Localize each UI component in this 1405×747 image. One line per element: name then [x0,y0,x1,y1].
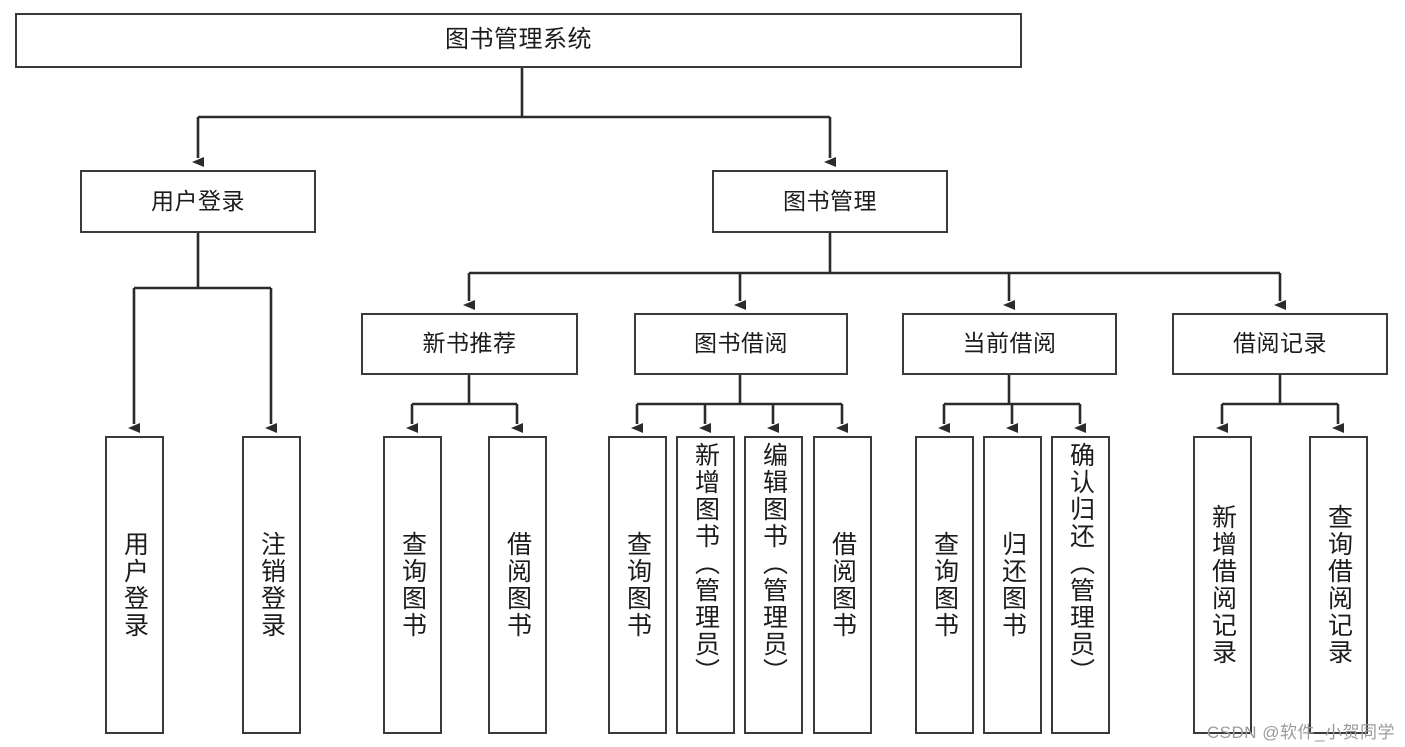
node-book-borrow-label: 图书借阅 [694,330,788,357]
leaf-query-record[interactable]: 查询借阅记录 [1309,436,1368,734]
leaf-return-book[interactable]: 归还图书 [983,436,1042,734]
leaf-confirm-return-label: 确认归还（管理员） [1066,442,1095,685]
leaf-query-record-label: 查询借阅记录 [1324,504,1353,666]
node-book-manage[interactable]: 图书管理 [712,170,948,233]
leaf-add-book-label: 新增图书（管理员） [691,442,720,685]
leaf-return-book-label: 归还图书 [998,531,1027,639]
leaf-user-login-label: 用户登录 [120,531,149,639]
leaf-query-book-2-label: 查询图书 [623,531,652,639]
node-borrow-record-label: 借阅记录 [1233,330,1327,357]
leaf-query-book-3[interactable]: 查询图书 [915,436,974,734]
leaf-logout-label: 注销登录 [257,531,286,639]
leaf-user-login[interactable]: 用户登录 [105,436,164,734]
leaf-borrow-book-2[interactable]: 借阅图书 [813,436,872,734]
node-new-book-rec[interactable]: 新书推荐 [361,313,578,375]
leaf-add-record-label: 新增借阅记录 [1208,504,1237,666]
leaf-add-book[interactable]: 新增图书（管理员） [676,436,735,734]
node-book-borrow[interactable]: 图书借阅 [634,313,848,375]
leaf-query-book-2[interactable]: 查询图书 [608,436,667,734]
node-new-book-rec-label: 新书推荐 [422,330,517,357]
node-user-login-label: 用户登录 [151,187,245,214]
leaf-query-book-1-label: 查询图书 [398,531,427,639]
leaf-borrow-book-1-label: 借阅图书 [503,531,532,639]
node-current-borrow[interactable]: 当前借阅 [902,313,1117,375]
leaf-edit-book-label: 编辑图书（管理员） [759,442,788,685]
leaf-borrow-book-2-label: 借阅图书 [828,531,857,639]
watermark-text: CSDN @软件_小贺同学 [1206,723,1395,742]
leaf-query-book-3-label: 查询图书 [930,531,959,639]
leaf-confirm-return[interactable]: 确认归还（管理员） [1051,436,1110,734]
leaf-logout[interactable]: 注销登录 [242,436,301,734]
leaf-borrow-book-1[interactable]: 借阅图书 [488,436,547,734]
leaf-query-book-1[interactable]: 查询图书 [383,436,442,734]
node-user-login[interactable]: 用户登录 [80,170,316,233]
node-current-borrow-label: 当前借阅 [962,330,1057,357]
node-root[interactable]: 图书管理系统 [15,13,1022,68]
node-root-label: 图书管理系统 [445,26,592,54]
leaf-edit-book[interactable]: 编辑图书（管理员） [744,436,803,734]
leaf-add-record[interactable]: 新增借阅记录 [1193,436,1252,734]
node-book-manage-label: 图书管理 [783,187,877,214]
node-borrow-record[interactable]: 借阅记录 [1172,313,1388,375]
